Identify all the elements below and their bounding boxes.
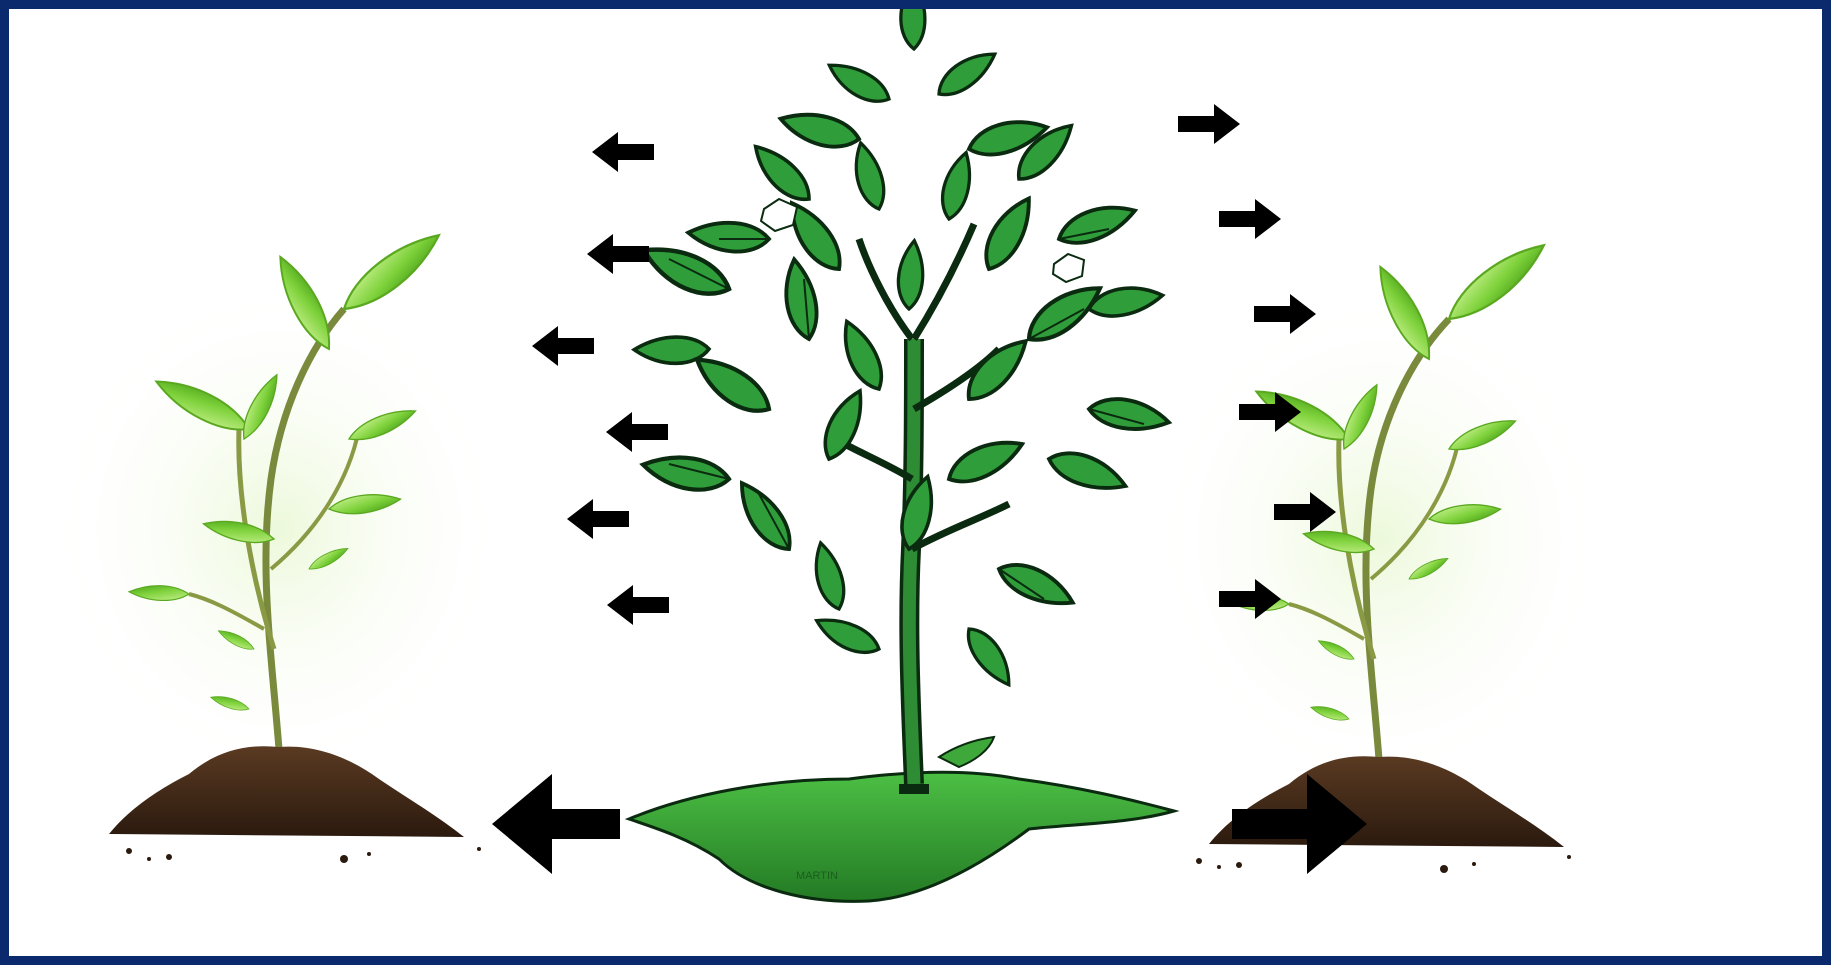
center-leafy-plant-icon: MARTIN bbox=[629, 9, 1174, 901]
arrow-left-icon bbox=[606, 412, 668, 452]
illustration-frame: MARTIN bbox=[9, 9, 1822, 956]
big-arrow-left-icon bbox=[492, 774, 620, 874]
arrow-left-icon bbox=[607, 585, 669, 625]
arrow-left-icon bbox=[532, 326, 594, 366]
artist-signature: MARTIN bbox=[796, 870, 838, 882]
arrow-right-icon bbox=[1178, 104, 1240, 144]
left-sprout-in-soil-icon bbox=[49, 226, 509, 863]
plant-spreading-illustration: MARTIN bbox=[9, 9, 1822, 956]
right-sprout-in-soil-icon bbox=[1149, 236, 1609, 873]
arrow-left-icon bbox=[587, 234, 649, 274]
arrow-left-icon bbox=[567, 499, 629, 539]
left-arrows-group bbox=[532, 132, 669, 625]
arrow-left-icon bbox=[592, 132, 654, 172]
arrow-right-icon bbox=[1219, 199, 1281, 239]
